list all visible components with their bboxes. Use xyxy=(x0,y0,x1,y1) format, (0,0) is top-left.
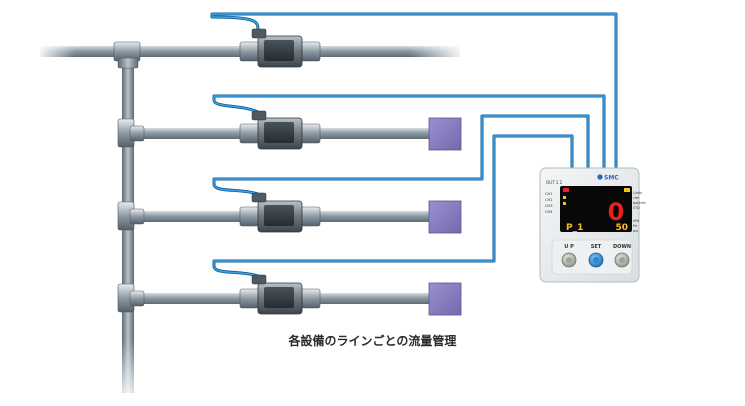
sub-display-label: P_1 xyxy=(566,223,583,233)
unit-galmin: gal/min xyxy=(633,201,646,205)
monitor-channel-2: CH2 xyxy=(545,198,553,202)
unit-psi: psi xyxy=(633,229,638,233)
monitor-channel-1: CH1 xyxy=(545,192,553,196)
monitor-out-label: OUT 1 2 xyxy=(546,180,563,185)
signal-cable-1 xyxy=(210,12,618,170)
flow-sensor-4 xyxy=(239,274,321,315)
indicator-light-3 xyxy=(563,196,566,199)
signal-cable-3 xyxy=(212,114,590,196)
sub-display-value: 50 xyxy=(615,223,628,233)
monitor-channel-4: CH4 xyxy=(545,210,553,214)
vertical-pipe-fade xyxy=(118,340,138,406)
flow-sensor-1 xyxy=(239,28,321,68)
main-flow-value: 0 xyxy=(608,198,625,226)
top-pipe-fade-right xyxy=(410,42,465,62)
flow-sensor-3 xyxy=(239,192,321,233)
top-pipe-fade-left xyxy=(36,42,76,62)
button-label-set: SET xyxy=(591,244,602,250)
unit-std: STD xyxy=(633,206,640,210)
button-label-up: U P xyxy=(564,244,574,250)
equipment-box-3 xyxy=(428,282,462,316)
unit-cfm: cfm xyxy=(633,196,640,200)
equipment-box-2 xyxy=(428,200,462,234)
indicator-light-1 xyxy=(563,188,569,192)
unit-kpa: kPa xyxy=(633,219,639,223)
monitor-display xyxy=(560,186,632,232)
top-tee-fitting xyxy=(113,41,141,69)
unit-lmin: L/min xyxy=(633,191,642,195)
indicator-light-4 xyxy=(563,202,566,205)
flow-sensor-2 xyxy=(239,110,321,150)
unit-pa: Pa xyxy=(633,224,637,228)
multi-channel-monitor: SMC OUT 1 2 CH1 CH2 CH3 CH4 0 P_1 50 L/m… xyxy=(539,167,646,283)
diagram-caption: 各設備のラインごとの流量管理 xyxy=(288,334,457,348)
signal-cable-2 xyxy=(212,94,606,170)
monitor-channel-3: CH3 xyxy=(545,204,553,208)
button-label-down: DOWN xyxy=(613,244,631,250)
smc-logo-icon xyxy=(597,174,603,180)
equipment-box-1 xyxy=(428,117,462,151)
signal-cable-4 xyxy=(212,134,574,278)
indicator-light-2 xyxy=(624,188,630,192)
monitor-brand: SMC xyxy=(604,175,619,182)
